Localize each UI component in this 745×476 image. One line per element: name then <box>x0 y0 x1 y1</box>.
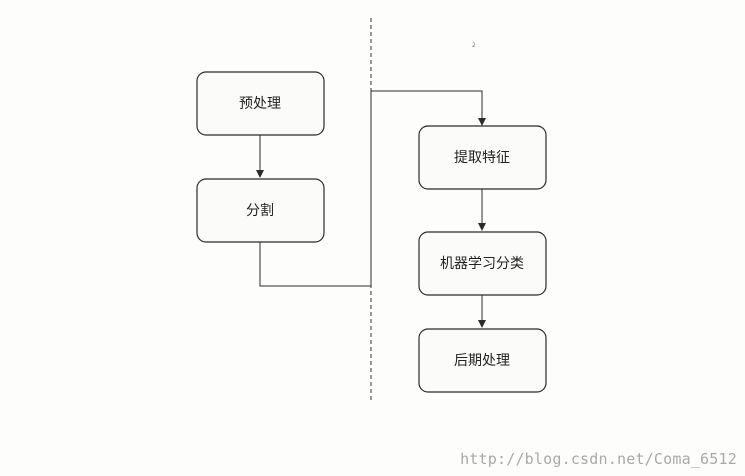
node-feature: 提取特征 <box>418 125 547 190</box>
node-label-classify: 机器学习分类 <box>440 256 524 272</box>
node-segment: 分割 <box>196 178 325 243</box>
node-preprocess: 预处理 <box>196 71 325 136</box>
page-mark: 2 <box>472 42 476 49</box>
connectors <box>256 90 486 328</box>
node-classify: 机器学习分类 <box>418 231 547 296</box>
edge-segment-to-feature <box>259 90 486 287</box>
node-label-segment: 分割 <box>246 202 274 219</box>
node-postprocess: 后期处理 <box>418 328 547 393</box>
node-label-postprocess: 后期处理 <box>454 353 510 369</box>
node-label-feature: 提取特征 <box>454 150 510 166</box>
watermark-url: http://blog.csdn.net/Coma_6512 <box>460 450 737 468</box>
node-label-preprocess: 预处理 <box>239 96 281 112</box>
